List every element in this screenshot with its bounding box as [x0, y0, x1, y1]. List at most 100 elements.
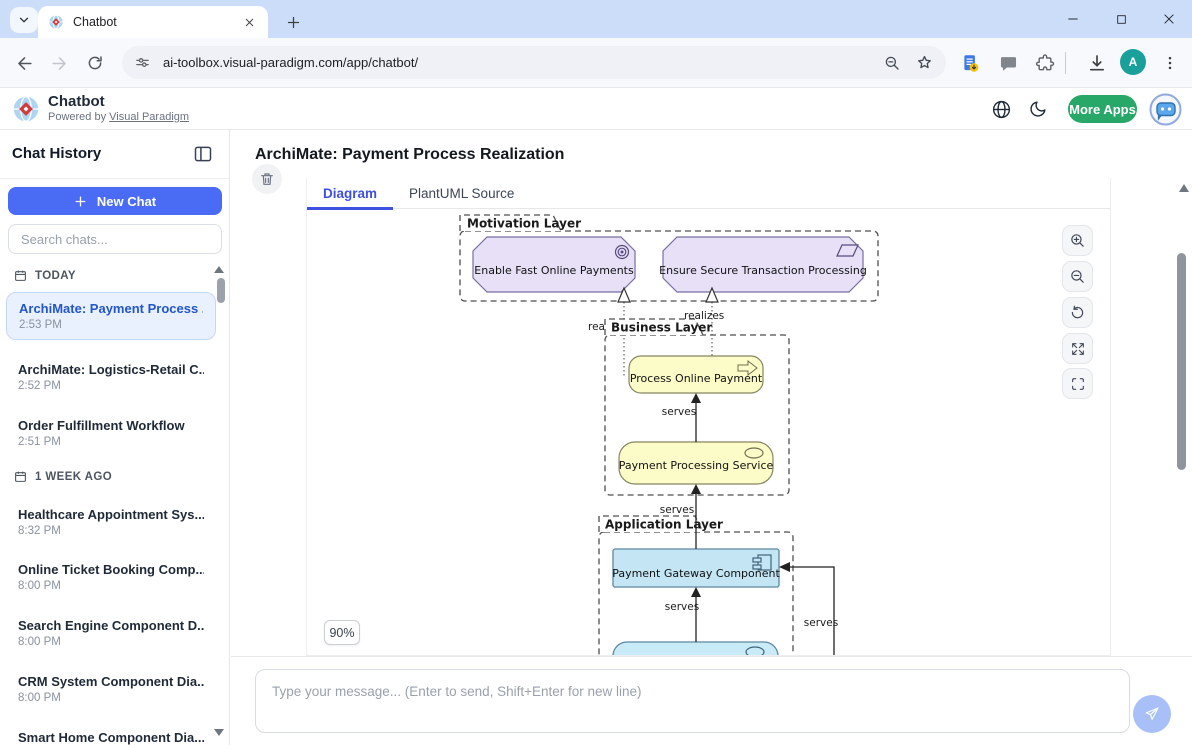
message-composer [231, 656, 1192, 745]
downloads-icon[interactable] [1085, 51, 1109, 75]
section-label: TODAY [35, 269, 76, 282]
zoom-out-button[interactable] [1062, 261, 1093, 292]
chat-item[interactable]: Online Ticket Booking Comp... 8:00 PM [6, 554, 216, 600]
browser-tab[interactable]: Chatbot [38, 6, 268, 38]
visual-paradigm-link[interactable]: Visual Paradigm [109, 111, 190, 123]
reset-view-button[interactable] [1062, 297, 1093, 328]
chat-item-title: CRM System Component Dia... [18, 674, 204, 689]
back-button[interactable] [12, 51, 36, 75]
browser-menu-icon[interactable] [1158, 51, 1182, 75]
maximize-button[interactable] [1112, 10, 1130, 28]
profile-initial: A [1128, 55, 1138, 69]
business-layer-tab-border [604, 318, 704, 336]
address-bar[interactable]: ai-toolbox.visual-paradigm.com/app/chatb… [122, 46, 946, 79]
business-process-icon [737, 359, 758, 377]
chat-history-sidebar: Chat History New Chat TODAY ArchiMate: P… [0, 130, 230, 745]
language-globe-icon[interactable] [990, 98, 1012, 120]
serves-arrowhead [779, 562, 790, 572]
profile-avatar[interactable]: A [1120, 49, 1146, 75]
plus-icon [75, 196, 86, 206]
page-scrollbar-thumb[interactable] [1177, 253, 1186, 470]
chat-item[interactable]: CRM System Component Dia... 8:00 PM [6, 666, 216, 712]
realization-arrowhead [705, 286, 719, 303]
new-chat-button[interactable]: New Chat [8, 187, 222, 215]
dark-mode-moon-icon[interactable] [1027, 98, 1049, 120]
relationship-label: serves [662, 406, 696, 418]
docs-offline-extension-icon[interactable] [958, 51, 982, 75]
new-chat-label: New Chat [96, 193, 157, 209]
forward-button[interactable] [47, 51, 71, 75]
collapse-sidebar-icon[interactable] [193, 144, 213, 164]
visual-paradigm-logo [13, 96, 39, 122]
sidebar-scroll-down-arrow[interactable] [214, 729, 224, 736]
chevron-down-icon [19, 17, 29, 23]
sidebar-divider [0, 178, 229, 179]
extensions-puzzle-icon[interactable] [1033, 51, 1057, 75]
message-input[interactable] [255, 669, 1130, 733]
serves-arrowhead [691, 587, 701, 597]
chat-item-title: Healthcare Appointment Sys... [18, 507, 204, 522]
comment-extension-icon[interactable] [996, 51, 1020, 75]
chat-item[interactable]: Order Fulfillment Workflow 2:51 PM [6, 410, 216, 456]
business-layer-tab [605, 319, 703, 335]
search-chats-input[interactable] [8, 224, 222, 254]
site-settings-icon[interactable] [134, 54, 151, 71]
sidebar-scroll-up-arrow[interactable] [214, 266, 224, 273]
goal-icon [614, 244, 630, 260]
zoom-in-button[interactable] [1062, 225, 1093, 256]
more-apps-button[interactable]: More Apps [1068, 95, 1137, 123]
minimize-button[interactable] [1064, 10, 1082, 28]
chat-item[interactable]: Healthcare Appointment Sys... 8:32 PM [6, 499, 216, 545]
new-tab-button[interactable] [280, 9, 306, 35]
diagram-panel: Diagram PlantUML Source realizes realize… [306, 178, 1111, 656]
chat-item-title: Order Fulfillment Workflow [18, 418, 185, 433]
browser-toolbar: ai-toolbox.visual-paradigm.com/app/chatb… [0, 38, 1192, 88]
url-text[interactable]: ai-toolbox.visual-paradigm.com/app/chatb… [163, 55, 419, 70]
archimate-diagram-canvas[interactable]: realizes realizes Motivation Layer Busin… [307, 209, 1110, 655]
send-button[interactable] [1133, 695, 1171, 733]
chatbot-avatar-icon[interactable] [1149, 93, 1182, 126]
component-icon-tab [752, 557, 762, 563]
tab-search-button[interactable] [10, 7, 38, 33]
close-window-button[interactable] [1160, 10, 1178, 28]
requirement-element[interactable] [662, 236, 864, 293]
page-scroll-up-arrow[interactable] [1179, 184, 1189, 192]
sidebar-scrollbar-thumb[interactable] [217, 278, 225, 303]
browser-titlebar: Chatbot [0, 0, 1192, 38]
section-header-week-ago: 1 WEEK AGO [14, 470, 112, 483]
element-label: Payment Processing Service [619, 459, 774, 472]
layer-label: Application Layer [605, 518, 723, 532]
bookmark-star-icon[interactable] [915, 53, 934, 72]
app-name: Chatbot [48, 93, 105, 110]
layer-label: Motivation Layer [467, 217, 581, 231]
fullscreen-button[interactable] [1062, 368, 1093, 399]
chat-item[interactable]: ArchiMate: Logistics-Retail C... 2:52 PM [6, 354, 216, 400]
tab-close-icon[interactable] [240, 13, 258, 31]
expand-button[interactable] [1062, 333, 1093, 364]
chat-item-time: 2:51 PM [18, 436, 61, 448]
chat-item[interactable]: Smart Home Component Dia... [6, 722, 216, 745]
zoom-level-badge: 90% [324, 620, 360, 645]
tab-plantuml-source[interactable]: PlantUML Source [409, 185, 515, 201]
motivation-layer-frame [459, 230, 879, 302]
delete-chat-button[interactable] [252, 164, 282, 194]
zoom-page-icon[interactable] [883, 54, 901, 72]
trash-icon [261, 173, 273, 185]
goal-element[interactable] [472, 236, 636, 293]
application-layer-tab-border [598, 515, 704, 533]
tab-diagram[interactable]: Diagram [307, 178, 394, 210]
sidebar-title: Chat History [12, 145, 102, 162]
serves-arrowhead [691, 484, 701, 494]
chat-item-selected[interactable]: ArchiMate: Payment Process ... 2:53 PM [6, 292, 216, 340]
chat-item[interactable]: Search Engine Component D... 8:00 PM [6, 610, 216, 656]
chat-item-title: ArchiMate: Logistics-Retail C... [18, 362, 204, 377]
calendar-icon [15, 471, 26, 482]
chat-title: ArchiMate: Payment Process Realization [255, 146, 565, 163]
chat-item-time: 8:00 PM [18, 636, 61, 648]
reload-button[interactable] [83, 51, 107, 75]
application-layer-tab [599, 516, 703, 532]
tab-title: Chatbot [73, 15, 117, 29]
business-service-icon [744, 447, 764, 459]
motivation-layer-tab-border [459, 214, 562, 232]
goal-icon-ring [617, 247, 627, 257]
